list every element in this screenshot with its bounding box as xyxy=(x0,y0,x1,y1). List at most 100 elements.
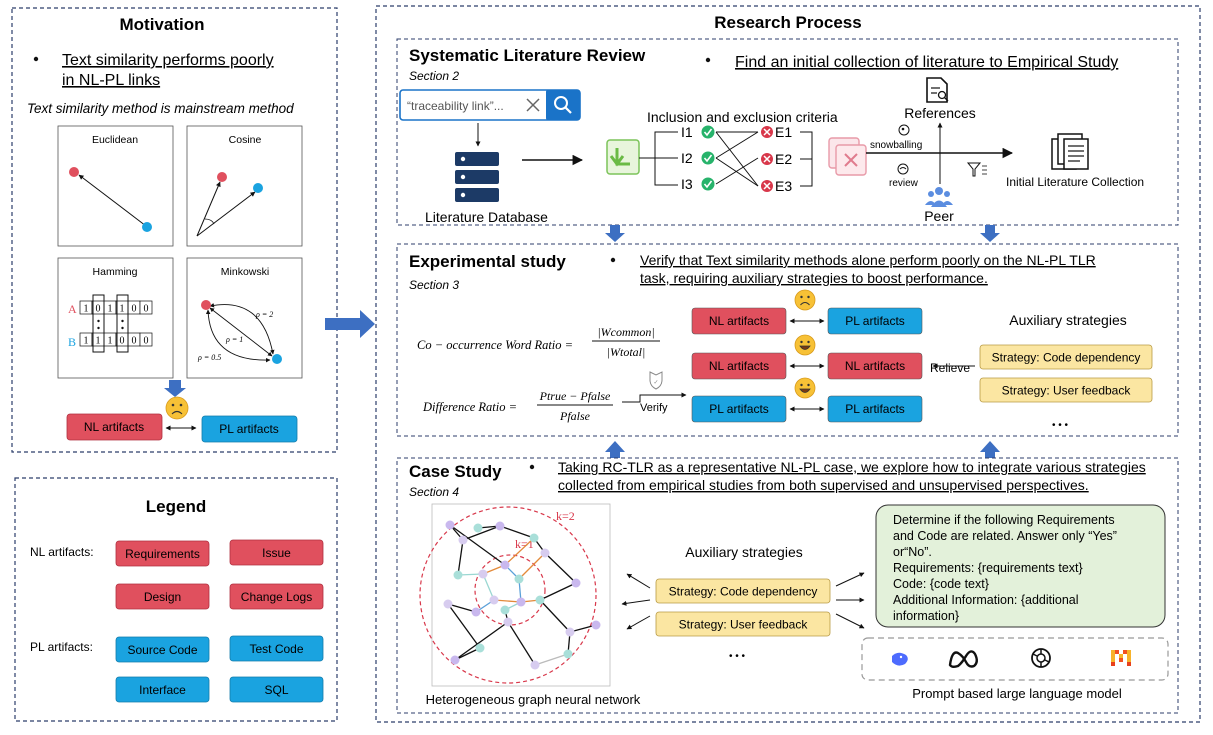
face-eye xyxy=(800,295,803,299)
exp-right-box xyxy=(827,395,923,423)
hamming-bit: 0 xyxy=(144,304,149,315)
minkowski-p05: ρ = 0.5 xyxy=(197,353,221,362)
hamming-cell xyxy=(139,332,153,347)
graph-node xyxy=(450,655,460,665)
review-icon xyxy=(897,163,909,175)
cross-mark xyxy=(763,182,771,190)
graph-node xyxy=(540,548,550,558)
face-eye xyxy=(807,383,810,387)
aux-title-case: Auxiliary strategies xyxy=(685,544,803,560)
formula2-lhs: Difference Ratio = xyxy=(422,400,517,414)
graph-nodes xyxy=(443,520,601,670)
legend-nl-item-label: Change Logs xyxy=(241,590,312,604)
search-icon[interactable] xyxy=(546,90,580,120)
close-icon[interactable] xyxy=(526,98,540,112)
slr-box xyxy=(396,38,1179,226)
check-icon xyxy=(701,125,715,139)
hamming-bit: 1 xyxy=(120,304,125,315)
legend-pl-item-label: SQL xyxy=(264,683,288,697)
graph-edge xyxy=(447,603,481,649)
legend-title: Legend xyxy=(146,497,206,516)
case-title: Case Study xyxy=(409,462,502,481)
legend-pl-item-label: Test Code xyxy=(249,642,303,656)
case-strategy-label: Strategy: User feedback xyxy=(679,618,809,632)
exclusion-label: E2 xyxy=(775,151,792,167)
minkowski-p1: ρ = 1 xyxy=(225,335,243,344)
face-eye xyxy=(807,340,810,344)
graph-node xyxy=(473,523,483,533)
minkowski-p2: ρ = 2 xyxy=(255,310,273,319)
cosine-box xyxy=(186,125,303,247)
graph-edge xyxy=(504,537,535,566)
legend-nl-item xyxy=(115,583,210,610)
slr-title: Systematic Literature Review xyxy=(409,46,646,65)
cosine-label: Cosine xyxy=(229,134,262,146)
database-icon xyxy=(455,152,499,202)
graph-edge xyxy=(539,582,577,601)
llm-caption: Prompt based large language model xyxy=(912,686,1122,701)
hamming-box xyxy=(57,257,174,379)
graph-edge xyxy=(518,552,546,580)
references-icon xyxy=(926,77,949,103)
exp-left-box xyxy=(691,352,787,380)
deepseek-icon xyxy=(892,652,908,666)
graph-node xyxy=(563,649,573,659)
face-eye xyxy=(807,295,810,299)
minkowski-label: Minkowski xyxy=(221,266,269,278)
exp-right-label: NL artifacts xyxy=(845,359,905,373)
legend-nl-item xyxy=(229,539,324,566)
exclusion-label: E3 xyxy=(775,178,792,194)
graph-node xyxy=(516,597,526,607)
prompt-line: and Code are related. Answer only “Yes” xyxy=(893,529,1117,543)
verify-label: Verify xyxy=(640,402,668,414)
graph-node xyxy=(530,660,540,670)
happy-face-icon xyxy=(794,377,816,399)
graph-edge xyxy=(539,599,571,633)
prompt-line: Code: {code text} xyxy=(893,577,989,591)
hamming-label: Hamming xyxy=(93,266,138,278)
exp-strategy-label: Strategy: User feedback xyxy=(1002,384,1132,398)
exp-left-label: NL artifacts xyxy=(709,359,769,373)
face-eye xyxy=(800,340,803,344)
hamming-cell xyxy=(139,300,153,315)
aux-title-exp: Auxiliary strategies xyxy=(1009,312,1127,328)
experimental-bullet-line2: task, requiring auxiliary strategies to … xyxy=(640,270,988,286)
criteria-title: Inclusion and exclusion criteria xyxy=(647,109,838,125)
exp-left-label: PL artifacts xyxy=(709,402,769,416)
legend-pl-label: PL artifacts: xyxy=(30,640,93,654)
case-section: Section 4 xyxy=(409,485,459,499)
hamming-b-label: B xyxy=(68,335,76,349)
graph-node xyxy=(471,607,481,617)
graph-k2: k=2 xyxy=(556,509,575,523)
legend-pl-item xyxy=(229,635,324,662)
euclidean-box xyxy=(57,125,174,247)
sad-face-icon xyxy=(165,396,189,420)
face-mouth xyxy=(800,301,810,306)
face-mouth xyxy=(799,388,811,393)
graph-node xyxy=(489,595,499,605)
graph-node xyxy=(591,620,601,630)
motivation-title: Motivation xyxy=(120,15,205,34)
graph-edge xyxy=(447,603,477,613)
check-mark xyxy=(703,154,713,163)
graph-node xyxy=(458,535,468,545)
graph-node xyxy=(500,560,510,570)
cross-mark xyxy=(763,128,771,136)
case-strategy-box xyxy=(655,578,831,604)
exp-right-label: PL artifacts xyxy=(845,402,905,416)
llm-logos-box xyxy=(861,637,1169,681)
graph-edge xyxy=(499,525,535,539)
hamming-bit: 1 xyxy=(84,304,89,315)
research-panel: Research Process Systematic Literature R… xyxy=(375,5,1201,723)
legend-nl-item xyxy=(229,583,324,610)
motivation-nl-label: NL artifacts xyxy=(84,420,144,434)
openai-icon xyxy=(1031,648,1051,668)
legend-nl-item xyxy=(115,540,210,567)
graph-edge xyxy=(507,621,536,666)
legend-panel: Legend NL artifacts: PL artifacts: Requi… xyxy=(14,477,338,722)
face-mouth xyxy=(799,345,811,350)
happy-face-icon xyxy=(794,334,816,356)
legend-nl-label: NL artifacts: xyxy=(30,545,94,559)
exp-left-label: NL artifacts xyxy=(709,314,769,328)
filter-icon xyxy=(966,162,987,177)
